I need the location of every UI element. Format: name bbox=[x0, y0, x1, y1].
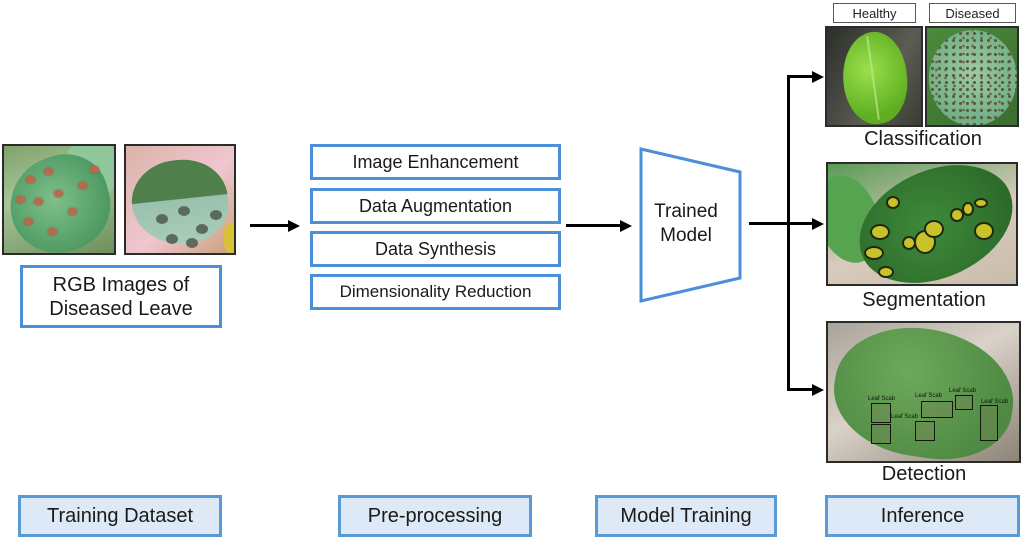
model-label-line-1: Trained bbox=[654, 201, 718, 222]
caption-line-2: Diseased Leave bbox=[49, 297, 193, 320]
segmented-lesion bbox=[870, 224, 890, 240]
model-shape bbox=[639, 147, 742, 303]
caption-classification: Classification bbox=[864, 128, 982, 150]
rust-spot bbox=[54, 190, 63, 197]
caption-line-1: RGB Images of bbox=[52, 273, 190, 296]
rust-spot bbox=[68, 208, 77, 215]
arrow-to-detection bbox=[787, 388, 812, 391]
leaf-shape bbox=[127, 155, 233, 249]
rust-spot bbox=[24, 218, 33, 225]
scab-spot bbox=[166, 234, 178, 244]
tag-diseased: Diseased bbox=[929, 3, 1016, 23]
bbox-label: Leaf Scab bbox=[915, 393, 943, 399]
training-image-rust-leaf bbox=[2, 144, 116, 255]
stage-label: Training Dataset bbox=[47, 504, 193, 527]
classification-image-healthy bbox=[825, 26, 923, 127]
segmented-lesion bbox=[974, 222, 994, 240]
background-flower bbox=[224, 223, 234, 253]
caption-detection: Detection bbox=[881, 463, 967, 485]
leaf-shape bbox=[929, 30, 1017, 125]
preprocessing-step-data-augmentation: Data Augmentation bbox=[310, 188, 561, 224]
arrow-head-icon bbox=[812, 383, 824, 396]
scab-spot bbox=[178, 206, 190, 216]
scab-spot bbox=[196, 224, 208, 234]
segmentation-image bbox=[826, 162, 1018, 286]
arrow-head-icon bbox=[812, 70, 824, 83]
scab-spot bbox=[186, 238, 198, 248]
tag-healthy: Healthy bbox=[833, 3, 916, 23]
classification-image-diseased bbox=[925, 26, 1019, 127]
arrow-head-icon bbox=[812, 217, 824, 230]
bbox-label: Leaf Scab bbox=[868, 396, 896, 402]
detection-bbox bbox=[871, 403, 891, 423]
detection-bbox bbox=[915, 421, 935, 441]
segmented-lesion bbox=[886, 196, 900, 209]
trained-model-trapezoid bbox=[639, 147, 742, 303]
segmented-lesion bbox=[962, 202, 974, 216]
preprocessing-step-data-synthesis: Data Synthesis bbox=[310, 231, 561, 267]
caption-segmentation: Segmentation bbox=[862, 289, 986, 311]
stage-label: Pre-processing bbox=[367, 504, 503, 527]
segmented-lesion bbox=[974, 198, 988, 208]
detection-bbox bbox=[980, 405, 998, 441]
step-label: Image Enhancement bbox=[352, 151, 519, 172]
step-label: Dimensionality Reduction bbox=[339, 282, 532, 301]
tag-label: Healthy bbox=[852, 5, 897, 21]
detection-bbox bbox=[955, 395, 973, 410]
leaf-shape bbox=[836, 28, 914, 125]
arrow-preprocessing-to-model bbox=[566, 224, 620, 227]
detection-bbox bbox=[871, 424, 891, 444]
step-label: Data Synthesis bbox=[374, 238, 497, 259]
rust-spot bbox=[34, 198, 43, 205]
model-label-line-2: Model bbox=[660, 225, 712, 246]
segmented-lesion bbox=[864, 246, 884, 260]
segmented-lesion bbox=[950, 208, 964, 222]
scab-spot bbox=[210, 210, 222, 220]
stage-pre-processing: Pre-processing bbox=[338, 495, 532, 537]
training-image-scab-leaf bbox=[124, 144, 236, 255]
rust-spot bbox=[78, 182, 87, 189]
rust-spot bbox=[48, 228, 57, 235]
model-label: Trained Model bbox=[638, 200, 734, 248]
detection-image: Leaf Scab Leaf Scab Leaf Scab Leaf Scab … bbox=[826, 321, 1021, 463]
bbox-label: Leaf Scab bbox=[981, 399, 1009, 405]
bbox-label: Leaf Scab bbox=[949, 388, 977, 394]
detection-bbox bbox=[921, 401, 953, 418]
preprocessing-step-dimensionality-reduction: Dimensionality Reduction bbox=[310, 274, 561, 310]
rust-spot bbox=[90, 166, 99, 173]
arrow-head-icon bbox=[288, 219, 300, 232]
arrow-head-icon bbox=[620, 219, 632, 232]
training-caption-box: RGB Images of Diseased Leave bbox=[20, 265, 222, 328]
arrow-vertical-bus bbox=[787, 76, 790, 390]
arrow-to-classification bbox=[787, 75, 812, 78]
rust-spot bbox=[16, 196, 25, 203]
stage-label: Model Training bbox=[620, 504, 752, 527]
leaf-shape bbox=[828, 323, 1019, 461]
segmented-lesion bbox=[924, 220, 944, 238]
segmented-lesion bbox=[878, 266, 894, 278]
rust-spot bbox=[26, 176, 35, 183]
arrow-training-to-preprocessing bbox=[250, 224, 288, 227]
tag-label: Diseased bbox=[945, 5, 1000, 21]
stage-training-dataset: Training Dataset bbox=[18, 495, 222, 537]
stage-model-training: Model Training bbox=[595, 495, 777, 537]
arrow-model-to-bus bbox=[749, 222, 817, 225]
step-label: Data Augmentation bbox=[358, 195, 513, 216]
bbox-label: Leaf Scab bbox=[891, 414, 919, 420]
stage-label: Inference bbox=[880, 504, 965, 527]
stage-inference: Inference bbox=[825, 495, 1020, 537]
scab-spot bbox=[156, 214, 168, 224]
rust-spot bbox=[44, 168, 53, 175]
preprocessing-step-image-enhancement: Image Enhancement bbox=[310, 144, 561, 180]
